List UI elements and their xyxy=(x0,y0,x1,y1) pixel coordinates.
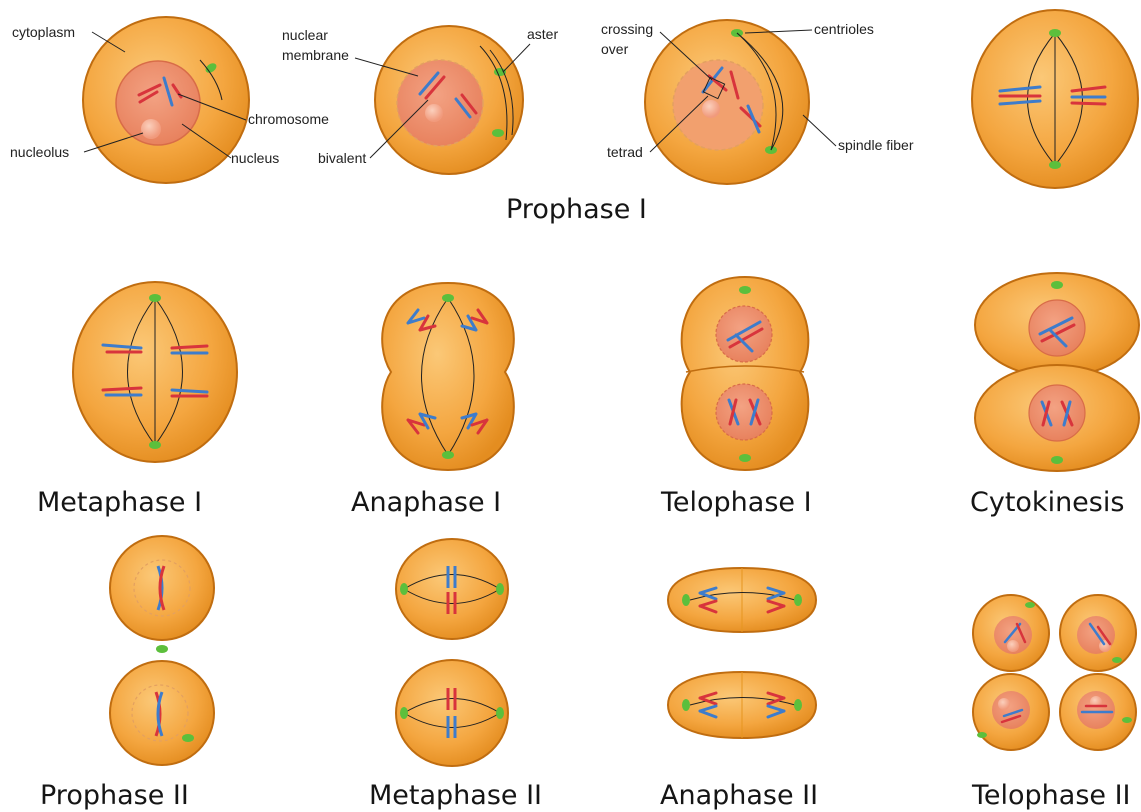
stage-title-prophase-1: Prophase I xyxy=(506,194,647,225)
centriole xyxy=(156,645,168,653)
nucleus xyxy=(716,306,772,362)
centriole xyxy=(739,286,751,294)
prophase-2-cells xyxy=(110,536,214,765)
prophase-1-late-cell xyxy=(645,20,809,184)
nucleolus xyxy=(141,119,161,139)
metaphase-1-cell xyxy=(73,282,237,462)
stage-title-anaphase-2: Anaphase II xyxy=(660,780,818,811)
centriole xyxy=(400,583,408,595)
telophase-2-cells xyxy=(973,595,1136,750)
centriole xyxy=(739,454,751,462)
stage-title-telophase-1: Telophase I xyxy=(660,487,812,518)
centriole xyxy=(682,699,690,711)
stage-title-prophase-2: Prophase II xyxy=(40,780,189,811)
telophase-1-cell xyxy=(682,277,809,470)
centriole xyxy=(496,583,504,595)
centriole xyxy=(1049,161,1061,169)
label-nuclear-membrane-1: nuclear xyxy=(282,27,328,43)
centriole xyxy=(149,294,161,302)
label-chromosome: chromosome xyxy=(248,111,329,127)
nucleolus xyxy=(702,100,720,118)
anaphase-2-cells xyxy=(668,568,816,738)
centriole xyxy=(496,707,504,719)
nucleolus xyxy=(425,104,443,122)
centriole xyxy=(182,734,194,742)
centriole xyxy=(442,451,454,459)
centriole xyxy=(149,441,161,449)
label-centrioles: centrioles xyxy=(814,21,874,37)
nucleus xyxy=(992,691,1030,729)
stage-title-cytokinesis: Cytokinesis xyxy=(970,487,1124,518)
centriole xyxy=(682,594,690,606)
label-spindle-fiber: spindle fiber xyxy=(838,137,914,153)
centriole xyxy=(977,732,987,738)
nucleus xyxy=(1029,300,1085,356)
stage-title-telophase-2: Telophase II xyxy=(971,780,1131,811)
centriole xyxy=(794,594,802,606)
centriole xyxy=(400,707,408,719)
centriole xyxy=(1049,29,1061,37)
centriole xyxy=(442,294,454,302)
label-aster: aster xyxy=(527,26,558,42)
centriole xyxy=(1122,717,1132,723)
centriole xyxy=(1025,602,1035,608)
label-tetrad: tetrad xyxy=(607,144,643,160)
label-nucleolus: nucleolus xyxy=(10,144,69,160)
nucleus xyxy=(716,384,772,440)
prophase-1-final-cell xyxy=(972,10,1138,188)
nucleolus xyxy=(998,698,1010,710)
centriole xyxy=(794,699,802,711)
stage-title-metaphase-2: Metaphase II xyxy=(369,780,542,811)
label-bivalent: bivalent xyxy=(318,150,366,166)
centriole xyxy=(1051,281,1063,289)
nucleus xyxy=(1029,385,1085,441)
label-crossing-over-1: crossing xyxy=(601,21,653,37)
stage-title-metaphase-1: Metaphase I xyxy=(37,487,202,518)
centriole xyxy=(492,129,504,137)
cytokinesis-cells xyxy=(975,273,1139,471)
label-crossing-over-2: over xyxy=(601,41,629,57)
label-nuclear-membrane-2: membrane xyxy=(282,47,349,63)
anaphase-1-cell xyxy=(382,283,514,470)
label-cytoplasm: cytoplasm xyxy=(12,24,75,40)
label-nucleus: nucleus xyxy=(231,150,279,166)
metaphase-2-cells xyxy=(396,539,508,766)
centriole xyxy=(1051,456,1063,464)
centriole xyxy=(1112,657,1122,663)
nucleolus xyxy=(1007,640,1019,652)
stage-title-anaphase-1: Anaphase I xyxy=(351,487,501,518)
prophase-1-mid-cell xyxy=(375,26,523,174)
